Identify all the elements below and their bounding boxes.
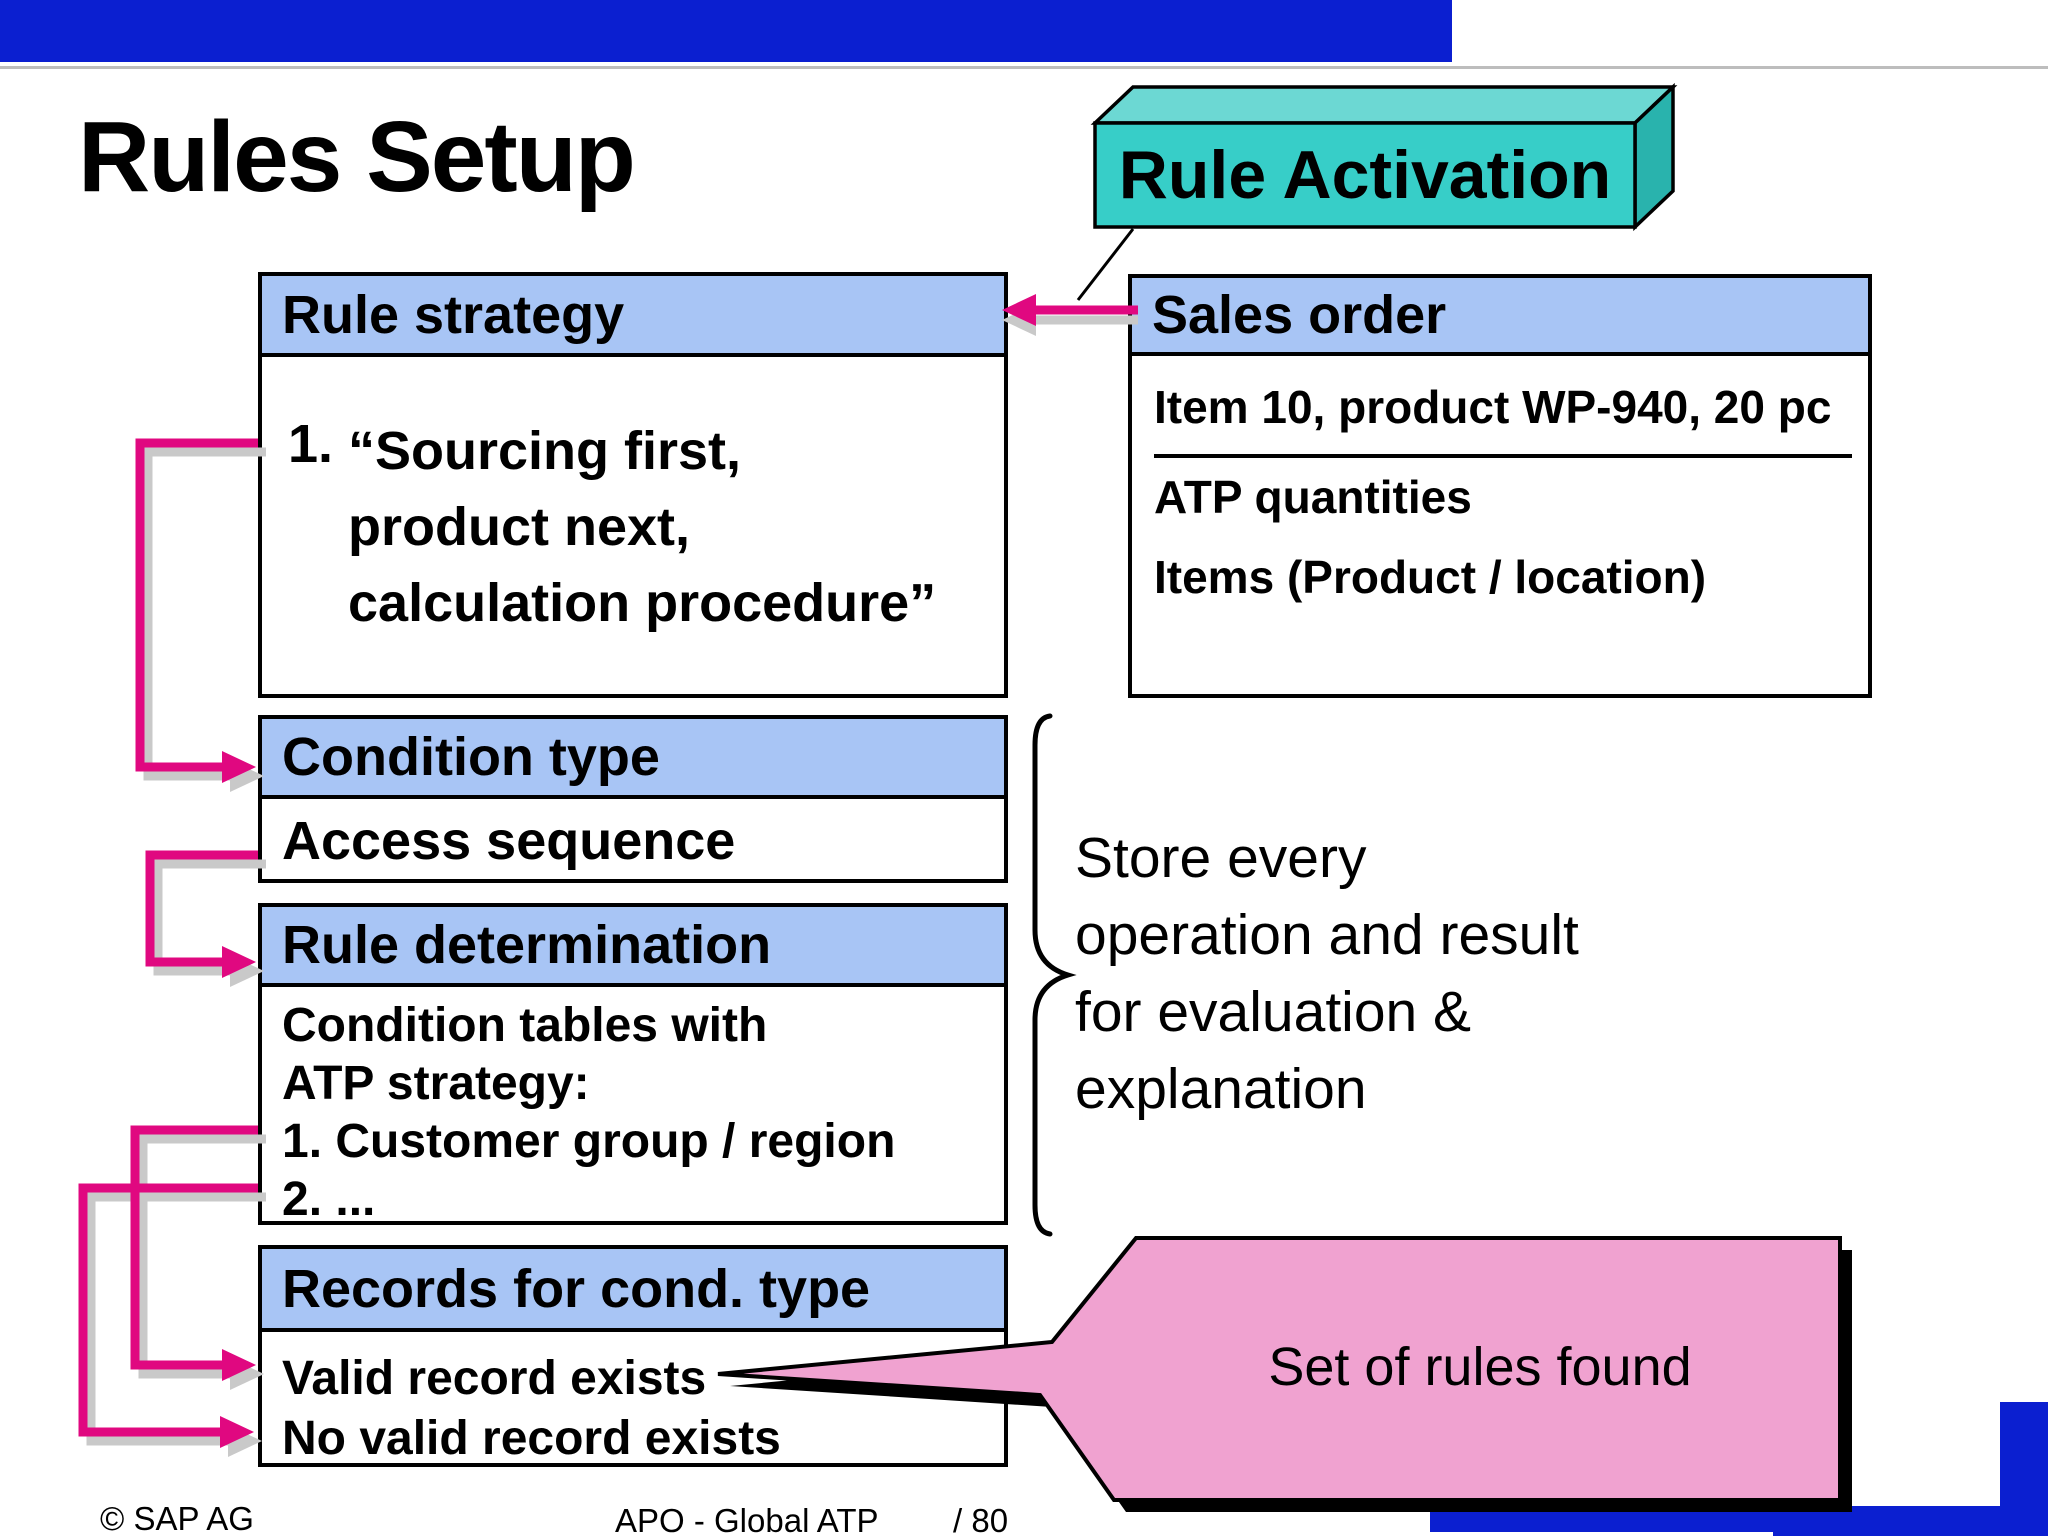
rule-strategy-text: “Sourcing first, product next, calculati… — [348, 413, 936, 641]
rule-determination-line: ATP strategy: — [282, 1057, 590, 1110]
rule-strategy-line: product next, — [348, 497, 691, 557]
top-banner-bar — [0, 0, 1452, 62]
annotation-line: explanation — [1075, 1057, 1367, 1121]
connector-access-to-determination — [145, 850, 258, 967]
annotation-line: operation and result — [1075, 903, 1579, 967]
annotation-line: for evaluation & — [1075, 980, 1472, 1044]
rule-determination-header: Rule determination — [262, 907, 1004, 987]
valid-record-row: Valid record exists — [282, 1352, 707, 1405]
rule-determination-line: Condition tables with — [282, 999, 768, 1052]
bottom-right-corner-block — [2000, 1402, 2048, 1536]
arrowhead-novalid — [220, 1416, 254, 1448]
arrowhead-valid — [222, 1349, 256, 1381]
access-sequence-row: Access sequence — [282, 811, 736, 871]
records-body: Valid record exists No valid record exis… — [282, 1349, 781, 1469]
rule-strategy-line: “Sourcing first, — [348, 421, 742, 481]
rule-determination-body: Condition tables with ATP strategy: 1. C… — [282, 997, 895, 1229]
grouping-brace — [1032, 713, 1077, 1237]
rule-activation-label: Rule Activation — [1118, 137, 1612, 213]
footer-copyright: © SAP AG — [100, 1500, 254, 1537]
rule-strategy-body: 1. “Sourcing first, product next, calcul… — [262, 361, 1004, 694]
rule-determination-box: Rule determination Condition tables with… — [258, 903, 1008, 1226]
records-header: Records for cond. type — [262, 1249, 1004, 1332]
sales-order-atp-row: ATP quantities — [1154, 471, 1472, 523]
condition-type-box: Condition type Access sequence — [258, 715, 1008, 883]
sales-order-header: Sales order — [1132, 278, 1868, 356]
bottom-banner-bar-lower — [1773, 1528, 2048, 1536]
annotation-line: Store every — [1075, 826, 1367, 890]
sales-order-box: Sales order Item 10, product WP-940, 20 … — [1128, 274, 1872, 698]
rule-strategy-header: Rule strategy — [262, 276, 1004, 357]
store-annotation: Store every operation and result for eva… — [1075, 820, 1579, 1128]
rule-determination-line: 1. Customer group / region — [282, 1115, 896, 1168]
callout-label: Set of rules found — [1268, 1337, 1692, 1397]
arrowhead-determination — [222, 946, 256, 978]
rule-strategy-item-number: 1. — [288, 414, 334, 474]
connector-row1-to-valid — [130, 1125, 258, 1370]
rule-strategy-box: Rule strategy 1. “Sourcing first, produc… — [258, 272, 1008, 698]
footer-document-title: APO - Global ATP — [615, 1502, 879, 1539]
arrowhead-condition — [222, 751, 256, 783]
sales-order-underline — [1154, 454, 1852, 458]
connector-row2-to-novalid — [78, 1183, 258, 1437]
connector-strategy-to-condition — [135, 438, 258, 772]
records-for-cond-type-box: Records for cond. type Valid record exis… — [258, 1245, 1008, 1467]
rule-strategy-line: calculation procedure” — [348, 573, 937, 633]
sales-order-item-row: Item 10, product WP-940, 20 pc — [1154, 381, 1832, 433]
header-divider-line — [0, 66, 2048, 69]
rule-determination-line: 2. ... — [282, 1173, 376, 1226]
footer-page-number: / 80 — [953, 1502, 1009, 1539]
condition-type-header: Condition type — [262, 719, 1004, 799]
activation-pointer-line — [1076, 228, 1135, 301]
no-valid-record-row: No valid record exists — [282, 1412, 781, 1465]
sales-order-items-row: Items (Product / location) — [1154, 551, 1707, 603]
page-title: Rules Setup — [78, 101, 636, 213]
